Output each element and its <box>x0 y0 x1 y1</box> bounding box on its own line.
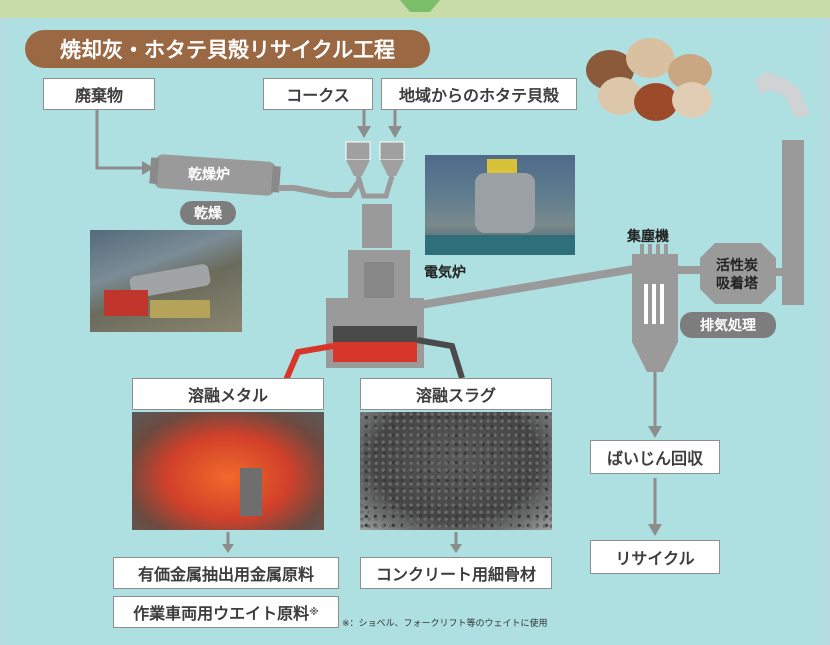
stack-icon <box>782 140 804 305</box>
molten-slag-header: 溶融スラグ <box>360 378 552 410</box>
kiln-photo <box>90 230 242 332</box>
shell-box: 地域からのホタテ貝殻 <box>381 78 577 110</box>
top-tab <box>400 0 440 12</box>
smoke-icon <box>755 72 810 118</box>
metal-use-2-text: 作業車両用ウエイト原料 <box>133 604 310 623</box>
carbon-tower-icon <box>700 243 776 304</box>
page-title: 焼却灰・ホタテ貝殻リサイクル工程 <box>25 30 430 68</box>
footnote-mark: ※ <box>309 606 319 618</box>
shell-arrowhead <box>388 126 402 138</box>
metal-use-1-box: 有価金属抽出用金属原料 <box>113 557 339 589</box>
molten-metal-header: 溶融メタル <box>132 378 324 410</box>
coke-box: コークス <box>263 78 373 110</box>
metal-use-2-box: 作業車両用ウエイト原料※ <box>113 596 339 628</box>
footnote: ※：ショベル、フォークリフト等のウェイトに使用 <box>342 619 548 629</box>
molten-metal-photo <box>132 412 324 530</box>
slag-photo <box>360 412 552 530</box>
kiln-label: 乾燥炉 <box>188 167 230 183</box>
waste-arrowhead <box>142 161 154 175</box>
scallop-shells-icon <box>586 38 712 121</box>
kiln-pipe <box>278 178 363 198</box>
coke-arrowhead <box>357 126 371 138</box>
dust-recycle-box: リサイクル <box>590 540 720 574</box>
exhaust-duct <box>419 264 641 309</box>
carbon-tower-label-2: 吸着塔 <box>716 276 758 292</box>
slag-tap-line <box>416 337 465 379</box>
dust-collector-label: 集塵機 <box>627 229 669 245</box>
drying-kiln-icon <box>149 154 281 196</box>
exhaust-stage-pill: 排気処理 <box>680 312 776 338</box>
metal-tap-line <box>283 343 334 382</box>
waste-box: 廃棄物 <box>43 78 155 110</box>
electric-furnace-icon <box>326 204 424 368</box>
dust-collector-icon <box>632 244 678 372</box>
drying-stage-pill: 乾燥 <box>180 201 236 225</box>
furnace-label: 電気炉 <box>424 265 466 281</box>
waste-arrow <box>95 110 142 170</box>
furnace-photo <box>425 155 575 255</box>
slag-use-box: コンクリート用細骨材 <box>360 557 552 589</box>
carbon-tower-label-1: 活性炭 <box>716 258 758 274</box>
dust-recovery-box: ばいじん回収 <box>590 440 720 474</box>
coke-hopper-icon <box>345 141 371 161</box>
shell-hopper-icon <box>379 141 405 161</box>
